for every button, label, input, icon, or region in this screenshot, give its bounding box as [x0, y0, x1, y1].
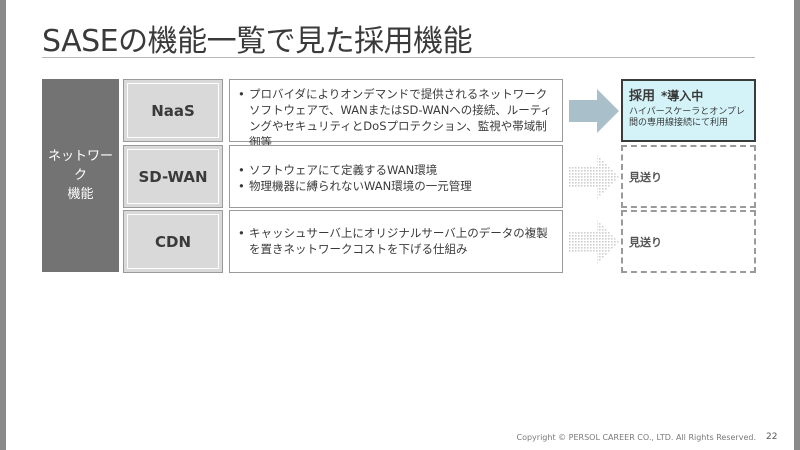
category-cell: ネットワーク 機能	[42, 79, 119, 272]
feature-cell-naas: NaaS	[123, 79, 223, 142]
feature-label: NaaS	[151, 101, 195, 120]
arrow-right-dotted-icon	[569, 220, 619, 264]
category-label: ネットワーク 機能	[47, 149, 113, 202]
feature-cell-cdn: CDN	[123, 210, 223, 273]
status-note: ハイパースケーラとオンプレ間の専用線接続にて利用	[629, 107, 745, 128]
description-bullet: ソフトウェアにて定義するWAN環境	[238, 162, 472, 178]
description-bullet: 物理機器に縛られないWAN環境の一元管理	[238, 178, 472, 194]
description-cell-sd-wan: ソフトウェアにて定義するWAN環境 物理機器に縛られないWAN環境の一元管理	[229, 145, 563, 208]
status-box-skipped: 見送り	[621, 145, 756, 208]
slide-title: SASEの機能一覧で見た採用機能	[42, 24, 473, 59]
feature-label: CDN	[154, 232, 191, 251]
feature-cell-inner-border	[127, 83, 219, 138]
description-bullet: プロバイダによりオンデマンドで提供されるネットワークソフトウェアで、WANまたは…	[238, 86, 554, 150]
arrow-right-dotted-icon	[569, 155, 619, 199]
status-box-adopted: 採用 *導入中 ハイパースケーラとオンプレ間の専用線接続にて利用	[621, 79, 756, 142]
feature-cell-sd-wan: SD-WAN	[123, 145, 223, 208]
copyright-footer: Copyright © PERSOL CAREER CO., LTD. All …	[516, 433, 756, 442]
title-divider	[42, 57, 755, 58]
feature-label: SD-WAN	[138, 167, 208, 186]
description-cell-naas: プロバイダによりオンデマンドで提供されるネットワークソフトウェアで、WANまたは…	[229, 79, 563, 149]
feature-cell-inner-border	[127, 214, 219, 269]
status-label: 見送り	[629, 235, 662, 249]
status-box-skipped: 見送り	[621, 210, 756, 273]
status-heading: 採用 *導入中	[629, 88, 748, 105]
status-label: 採用	[629, 89, 656, 104]
page-number: 22	[766, 432, 778, 442]
description-bullet: キャッシュサーバ上にオリジナルサーバ上のデータの複製を置きネットワークコストを下…	[238, 225, 554, 257]
status-label: 見送り	[629, 170, 662, 184]
description-cell-cdn: キャッシュサーバ上にオリジナルサーバ上のデータの複製を置きネットワークコストを下…	[229, 210, 563, 273]
status-tag: *導入中	[661, 89, 704, 103]
slide: SASEの機能一覧で見た採用機能 ネットワーク 機能 NaaS プロバイダにより…	[6, 0, 794, 450]
arrow-right-solid-icon	[569, 89, 619, 133]
feature-cell-inner-border	[127, 149, 219, 204]
